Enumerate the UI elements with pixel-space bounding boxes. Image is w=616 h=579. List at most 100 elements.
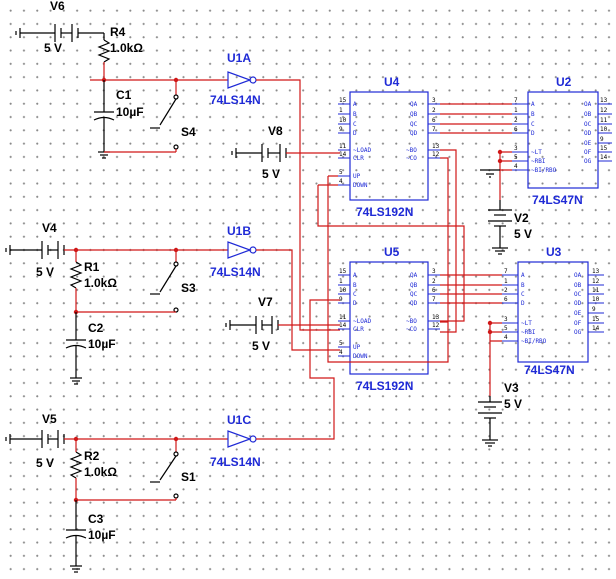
svg-text:~BI/RBO: ~BI/RBO <box>531 167 557 174</box>
svg-text:4: 4 <box>339 349 343 356</box>
source-v8[interactable]: V8 5 V <box>231 124 287 181</box>
capacitor-c2[interactable]: C2 10µF <box>65 312 116 385</box>
resistor-r4[interactable]: R4 1.0kΩ <box>97 25 143 80</box>
source-v5[interactable]: V5 5 V <box>5 412 65 470</box>
svg-text:C: C <box>353 291 357 298</box>
source-v7[interactable]: V7 5 V <box>225 295 279 353</box>
svg-text:~BO: ~BO <box>406 318 417 325</box>
svg-text:11: 11 <box>600 117 608 124</box>
svg-text:2: 2 <box>432 278 436 285</box>
switch-s3[interactable]: S3 <box>76 261 196 313</box>
svg-text:C: C <box>531 121 535 128</box>
svg-text:9: 9 <box>600 136 604 143</box>
svg-text:5: 5 <box>339 169 343 176</box>
svg-text:C: C <box>521 291 525 298</box>
svg-text:15: 15 <box>339 97 347 104</box>
v6-name: V6 <box>50 0 65 13</box>
c2-value: 10µF <box>88 337 116 351</box>
resistor-r1[interactable]: R1 1.0kΩ <box>69 260 117 312</box>
source-v4[interactable]: V4 5 V <box>5 221 65 279</box>
svg-text:A: A <box>353 101 357 108</box>
u4-part: 74LS192N <box>356 205 413 219</box>
source-v3[interactable]: V3 5 V <box>478 381 522 447</box>
svg-text:11: 11 <box>592 287 600 294</box>
svg-text:QB: QB <box>410 111 418 118</box>
svg-text:9: 9 <box>592 306 596 313</box>
svg-text:B: B <box>521 282 525 289</box>
svg-text:QD: QD <box>410 130 418 137</box>
svg-text:15: 15 <box>592 316 600 323</box>
svg-text:~BI/RBO: ~BI/RBO <box>521 338 547 345</box>
u3-name: U2 <box>556 75 572 89</box>
svg-text:11: 11 <box>339 314 347 321</box>
svg-text:D: D <box>531 130 535 137</box>
switch-s1[interactable]: S1 <box>76 451 196 501</box>
svg-text:D: D <box>521 300 525 307</box>
svg-text:~LOAD: ~LOAD <box>353 147 371 154</box>
r1-name: R1 <box>84 260 100 274</box>
svg-text:DOWN: DOWN <box>353 182 368 189</box>
svg-text:OB: OB <box>584 111 592 118</box>
svg-text:D: D <box>353 130 357 137</box>
svg-text:D: D <box>353 300 357 307</box>
switch-s4[interactable]: S4 <box>104 94 196 153</box>
u1a-name: U1A <box>227 51 251 65</box>
svg-text:~RBI: ~RBI <box>521 329 536 336</box>
source-v6[interactable]: V6 5 V <box>15 0 104 55</box>
svg-text:2: 2 <box>504 287 508 294</box>
svg-text:3: 3 <box>432 97 436 104</box>
svg-text:A: A <box>353 272 357 279</box>
svg-text:OE: OE <box>574 310 582 317</box>
svg-text:QC: QC <box>410 291 418 298</box>
svg-text:1: 1 <box>504 278 508 285</box>
svg-text:6: 6 <box>432 117 436 124</box>
gate-u1b[interactable]: U1B 74LS14N <box>210 224 261 279</box>
svg-text:7: 7 <box>514 97 518 104</box>
svg-text:4: 4 <box>514 163 518 170</box>
svg-text:QA: QA <box>410 272 418 279</box>
s3-name: S3 <box>181 281 196 295</box>
ground-u3 <box>480 169 500 178</box>
svg-text:13: 13 <box>592 268 600 275</box>
svg-text:CLR: CLR <box>353 155 364 162</box>
u1b-part: 74LS14N <box>210 265 261 279</box>
svg-text:7: 7 <box>432 126 436 133</box>
svg-text:QA: QA <box>410 101 418 108</box>
v8-value: 5 V <box>262 167 280 181</box>
svg-text:OG: OG <box>584 158 592 165</box>
svg-text:~LT: ~LT <box>531 149 542 156</box>
svg-text:A: A <box>521 272 525 279</box>
c1-value: 10µF <box>116 105 144 119</box>
svg-text:5: 5 <box>514 154 518 161</box>
gate-u1a[interactable]: U1A 74LS14N <box>210 51 261 107</box>
capacitor-c3[interactable]: C3 10µF <box>65 500 116 573</box>
svg-text:14: 14 <box>339 322 347 329</box>
svg-text:1: 1 <box>339 107 343 114</box>
svg-text:11: 11 <box>339 143 347 150</box>
svg-text:OB: OB <box>574 282 582 289</box>
capacitor-c1[interactable]: C1 10µF <box>93 80 144 159</box>
u5-name: U5 <box>384 245 400 259</box>
gate-u1c[interactable]: U1C 74LS14N <box>210 413 261 469</box>
svg-text:1: 1 <box>514 107 518 114</box>
u1a-part: 74LS14N <box>210 93 261 107</box>
svg-text:10: 10 <box>600 126 608 133</box>
u2-part: 74LS47N <box>524 363 575 377</box>
source-v2[interactable]: V2 5 V <box>488 200 532 255</box>
svg-text:9: 9 <box>339 296 343 303</box>
svg-text:2: 2 <box>514 117 518 124</box>
svg-text:14: 14 <box>600 154 608 161</box>
svg-text:3: 3 <box>432 268 436 275</box>
svg-text:OE: OE <box>584 140 592 147</box>
svg-text:10: 10 <box>592 296 600 303</box>
svg-text:~RBI: ~RBI <box>531 158 546 165</box>
resistor-r2[interactable]: R2 1.0kΩ <box>69 449 117 500</box>
svg-text:7: 7 <box>432 296 436 303</box>
